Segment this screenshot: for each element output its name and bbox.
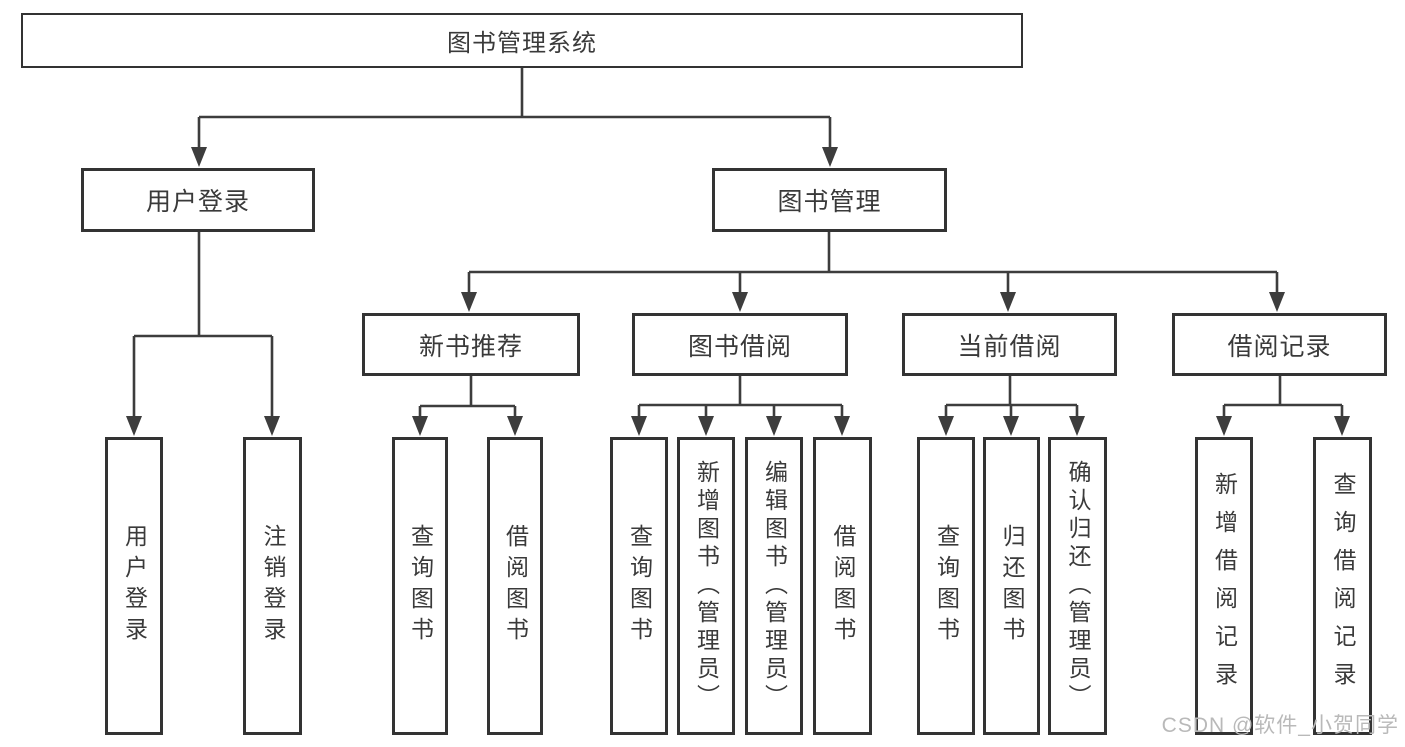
node-current-borrowing: 当前借阅 [902,313,1117,376]
node-book-management: 图书管理 [712,168,947,232]
node-label: 图书管理 [777,188,882,216]
leaf-return-book: 归还图书 [983,437,1040,735]
connector-book-borrow-group [631,376,850,436]
node-label: 借阅图书 [502,524,529,648]
node-label: 图书管理系统 [447,30,597,57]
leaf-query-books-3: 查询图书 [917,437,975,735]
leaf-borrow-books-1: 借阅图书 [487,437,543,735]
leaf-query-books-2: 查询图书 [610,437,668,735]
node-label: 新增借阅记录 [1211,472,1238,700]
node-label: 查询图书 [407,524,434,648]
node-label: 归还图书 [999,524,1025,648]
node-label: 借阅记录 [1227,332,1332,361]
node-library-management-system: 图书管理系统 [21,13,1023,68]
connector-book-management-group [461,232,1285,312]
leaf-user-login: 用户登录 [105,437,163,735]
node-label: 新书推荐 [418,332,523,361]
node-user-login: 用户登录 [81,168,315,232]
leaf-edit-book-admin: 编辑图书（管理员） [745,437,803,735]
connector-current-borrow-group [938,376,1085,436]
leaf-query-books-1: 查询图书 [392,437,448,735]
node-label: 编辑图书（管理员） [761,460,788,712]
node-book-borrowing: 图书借阅 [632,313,848,376]
connector-user-login-group [126,232,280,436]
leaf-borrow-books-2: 借阅图书 [813,437,872,735]
node-new-book-recommendation: 新书推荐 [362,313,580,376]
node-label: 当前借阅 [957,332,1062,361]
node-label: 注销登录 [260,524,286,648]
connector-root-to-level2 [191,68,838,167]
node-label: 图书借阅 [687,332,792,361]
node-label: 确认归还（管理员） [1065,460,1091,712]
csdn-watermark: CSDN @软件_小贺同学 [1161,714,1399,737]
node-borrowing-records: 借阅记录 [1172,313,1387,376]
leaf-add-borrow-record: 新增借阅记录 [1195,437,1253,735]
node-label: 查询借阅记录 [1330,472,1356,700]
node-label: 查询图书 [626,524,653,648]
leaf-logout: 注销登录 [243,437,302,735]
leaf-add-book-admin: 新增图书（管理员） [677,437,735,735]
leaf-confirm-return-admin: 确认归还（管理员） [1048,437,1107,735]
connector-new-book-group [412,376,523,436]
connector-borrow-records-group [1216,376,1350,436]
node-label: 用户登录 [145,188,250,216]
node-label: 用户登录 [121,524,148,648]
node-label: 新增图书（管理员） [693,460,720,712]
node-label: 查询图书 [933,524,960,648]
leaf-query-borrow-record: 查询借阅记录 [1313,437,1372,735]
node-label: 借阅图书 [830,524,856,648]
